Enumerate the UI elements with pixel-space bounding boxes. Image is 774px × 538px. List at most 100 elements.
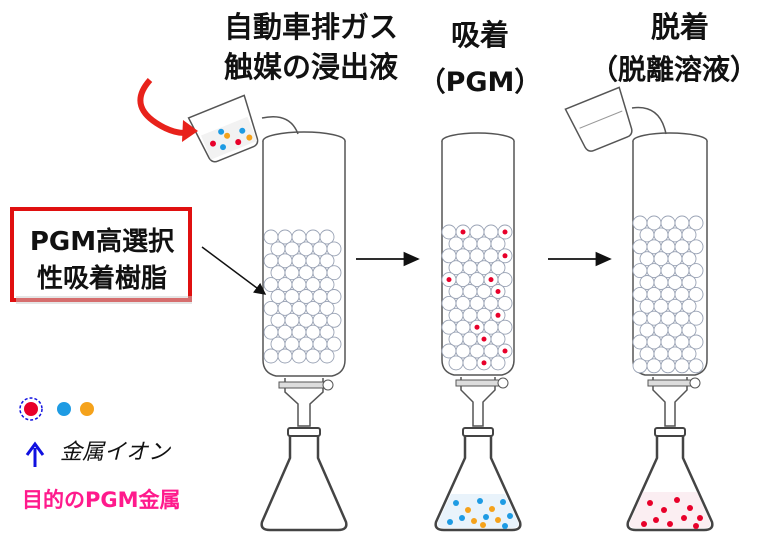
resin-bead xyxy=(277,348,293,364)
adsorbed-ion-dot xyxy=(460,229,466,235)
solution-ion-dot xyxy=(459,515,465,521)
label-resin-line1: PGM高選択 xyxy=(29,227,175,257)
resin-bead xyxy=(660,358,676,374)
resin-bead xyxy=(490,331,506,347)
resin-bead xyxy=(319,300,335,316)
adsorbed-ion-dot xyxy=(495,312,501,318)
resin-bead xyxy=(674,358,690,374)
resin-bead xyxy=(326,312,342,328)
resin-bead xyxy=(681,346,697,362)
solution-ion-dot xyxy=(502,523,508,529)
solution-ion-dot xyxy=(477,498,483,504)
resin-bead xyxy=(326,336,342,352)
resin-bead xyxy=(688,286,704,302)
solution-ion-dot xyxy=(653,517,659,523)
adsorbed-ion-dot xyxy=(502,348,508,354)
resin-beads-1 xyxy=(263,229,342,364)
adsorbed-ion-dot xyxy=(481,360,487,366)
solution-ion-dot xyxy=(674,497,680,503)
resin-bead xyxy=(291,348,307,364)
resin-bead xyxy=(497,295,513,311)
column-1 xyxy=(262,131,346,427)
resin-bead xyxy=(462,355,478,371)
resin-bead xyxy=(688,358,704,374)
solution-ion-dot xyxy=(500,499,506,505)
resin-bead xyxy=(681,322,697,338)
label-leach-line1: 自動車排ガス xyxy=(223,10,398,44)
pour-stream-1 xyxy=(261,116,299,135)
solution-ion-dot xyxy=(495,517,501,523)
resin-bead xyxy=(326,265,342,281)
resin-bead xyxy=(688,215,704,231)
label-target-metal: 目的のPGM金属 xyxy=(22,488,181,512)
orange-ion-dot xyxy=(80,402,94,416)
resin-bead xyxy=(490,260,506,276)
resin-bead xyxy=(448,355,464,371)
resin-bead xyxy=(646,358,662,374)
adsorbed-ion-dot xyxy=(474,324,480,330)
solution-ion-dot xyxy=(465,507,471,513)
resin-bead xyxy=(681,251,697,267)
blue-ion-dot xyxy=(57,402,71,416)
label-adsorb-line2: （PGM） xyxy=(418,67,542,98)
solution-ion-dot xyxy=(447,519,453,525)
label-desorb-line1: 脱着 xyxy=(650,10,709,44)
resin-bead xyxy=(305,348,321,364)
solution-ion-dot xyxy=(483,514,489,520)
resin-bead xyxy=(490,236,506,252)
solution-ion-dot xyxy=(471,518,477,524)
solution-ion-dot xyxy=(693,523,699,529)
solution-ion-dot xyxy=(697,515,703,521)
flask-1 xyxy=(260,427,348,532)
label-metal-ions: 金属イオン xyxy=(60,440,171,465)
resin-bead xyxy=(497,319,513,335)
solution-ion-dot xyxy=(507,513,513,519)
resin-bead xyxy=(319,229,335,245)
label-resin-line2: 性吸着樹脂 xyxy=(36,264,167,294)
column-2 xyxy=(441,132,515,427)
resin-bead xyxy=(319,324,335,340)
adsorbed-ion-dot xyxy=(502,253,508,259)
pour-arrow-icon xyxy=(137,78,191,136)
pouring-beaker-2 xyxy=(564,86,633,152)
column-3 xyxy=(632,132,708,427)
resin-bead xyxy=(688,310,704,326)
label-desorb-line2: （脱離溶液） xyxy=(589,53,758,86)
resin-bead xyxy=(497,272,513,288)
solution-ion-dot xyxy=(661,507,667,513)
resin-bead xyxy=(688,263,704,279)
resin-bead xyxy=(681,298,697,314)
resin-bead xyxy=(263,348,279,364)
resin-bead xyxy=(681,275,697,290)
red-ion-dot xyxy=(24,402,38,416)
adsorbed-ion-dot xyxy=(481,336,487,342)
pouring-beaker-1 xyxy=(187,94,259,163)
adsorbed-ion-dot xyxy=(488,277,494,283)
pour-stream-2 xyxy=(631,106,667,135)
solution-ion-dot xyxy=(453,500,459,506)
pgm-solution-dots xyxy=(641,497,703,529)
adsorbed-ion-dot xyxy=(495,289,501,294)
flask-3 xyxy=(626,427,714,532)
flask-2 xyxy=(434,427,522,532)
target-ion-highlight-icon xyxy=(19,397,43,421)
resin-bead xyxy=(632,358,648,374)
solution-ion-dot xyxy=(687,505,693,511)
solution-ion-dot xyxy=(489,506,495,512)
resin-bead xyxy=(688,334,704,350)
solution-ion-dot xyxy=(667,521,673,527)
resin-bead xyxy=(681,227,697,243)
resin-bead xyxy=(688,239,704,255)
resin-bead xyxy=(319,277,335,293)
mixed-ions-dots xyxy=(447,498,513,529)
resin-bead xyxy=(319,253,335,269)
resin-bead xyxy=(319,348,335,364)
resin-pointer-arrow xyxy=(201,246,267,295)
solution-ion-dot xyxy=(480,522,486,528)
resin-beads-3 xyxy=(632,215,704,374)
solution-ion-dot xyxy=(641,521,647,527)
solution-ion-dot xyxy=(681,515,687,521)
resin-beads-2 xyxy=(441,224,513,371)
solution-ion-dot xyxy=(647,500,653,506)
